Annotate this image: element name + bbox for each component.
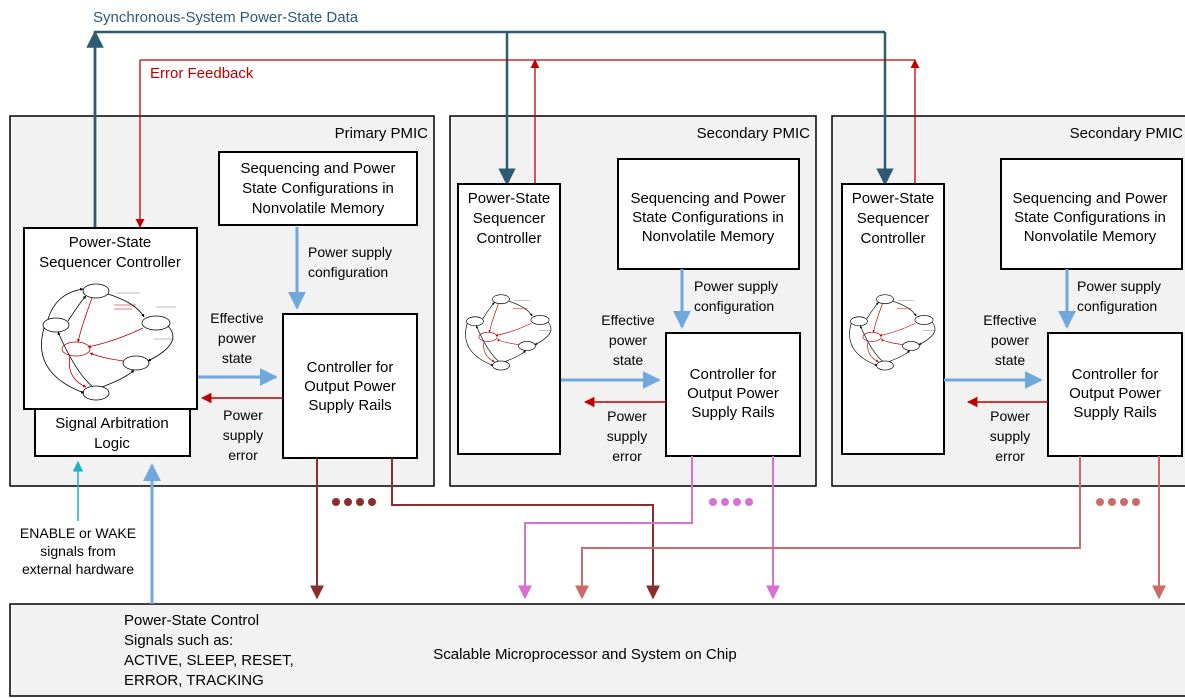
pmic3-config-line-2: configuration — [1077, 298, 1157, 314]
pmic2-config-line-1: Power supply — [694, 278, 778, 294]
pmic2-sequencer-line-1: Power-State — [468, 190, 551, 207]
primary-config-line-1: Power supply — [308, 244, 392, 260]
sync-data-label: Synchronous-System Power-State Data — [93, 9, 359, 26]
primary-rails-controller-box — [282, 313, 418, 459]
pmic2-sequencer-line-3: Controller — [476, 230, 541, 247]
primary-error-line-1: Power — [223, 407, 263, 423]
secondary-pmic-title-1: Secondary PMIC — [697, 125, 811, 142]
control-signals-line-2: Signals such as: — [124, 632, 233, 649]
pmic3-effective-line-3: state — [995, 352, 1026, 368]
pmic3-nvm-line-2: State Configurations in — [1014, 209, 1166, 226]
pmic2-rails-line-1: Controller for — [690, 366, 777, 383]
primary-sequencer-line-1: Power-State — [69, 234, 152, 251]
primary-effective-line-2: power — [218, 330, 256, 346]
control-signals-line-4: ERROR, TRACKING — [124, 672, 264, 689]
pmic3-error-line-3: error — [995, 448, 1025, 464]
primary-sequencer-line-2: Sequencer Controller — [39, 254, 181, 271]
primary-state-machine-diagram — [41, 283, 176, 401]
primary-effective-line-3: state — [222, 350, 253, 366]
pmic2-more-rails-dots — [709, 498, 753, 506]
pmic2-rails-line-2: Output Power — [687, 385, 779, 402]
pmic2-nvm-line-1: Sequencing and Power — [630, 190, 785, 207]
pmic3-effective-line-2: power — [991, 332, 1029, 348]
pmic2-error-line-1: Power — [607, 408, 647, 424]
primary-rails-line-2: Output Power — [304, 378, 396, 395]
pmic3-rail-1 — [575, 456, 1081, 600]
pmic3-nvm-line-3: Nonvolatile Memory — [1024, 228, 1157, 245]
pmic2-effective-line-1: Effective — [601, 312, 655, 328]
pmic2-rails-line-3: Supply Rails — [691, 404, 774, 421]
pmic3-sequencer-line-3: Controller — [860, 230, 925, 247]
pmic3-error-line-1: Power — [990, 408, 1030, 424]
pmic3-rails-controller-box — [1047, 332, 1183, 457]
soc-label: Scalable Microprocessor and System on Ch… — [433, 646, 736, 663]
pmic3-rails-line-1: Controller for — [1072, 366, 1159, 383]
pmic3-error-line-2: supply — [990, 428, 1030, 444]
primary-pmic-title: Primary PMIC — [335, 125, 429, 142]
control-signals-line-3: ACTIVE, SLEEP, RESET, — [124, 652, 294, 669]
error-feedback-label: Error Feedback — [150, 65, 254, 82]
primary-rail-2 — [391, 458, 660, 600]
pmic3-config-line-1: Power supply — [1077, 278, 1161, 294]
pmic2-config-line-2: configuration — [694, 298, 774, 314]
pmic2-effective-line-2: power — [609, 332, 647, 348]
pmic2-nvm-line-3: Nonvolatile Memory — [642, 228, 775, 245]
primary-error-line-2: supply — [223, 427, 263, 443]
pmic2-sequencer-line-2: Sequencer — [473, 210, 546, 227]
pmic3-sequencer-line-1: Power-State — [852, 190, 935, 207]
pmic3-rails-line-3: Supply Rails — [1073, 404, 1156, 421]
primary-arbitration-line-1: Signal Arbitration — [55, 415, 168, 432]
soc-block — [9, 603, 1185, 697]
primary-nvm-line-1: Sequencing and Power — [240, 160, 395, 177]
pmic2-state-machine-diagram — [465, 294, 552, 371]
pmic3-rails-line-2: Output Power — [1069, 385, 1161, 402]
primary-effective-line-1: Effective — [210, 310, 264, 326]
primary-arbitration-box — [34, 408, 191, 457]
pmic2-nvm-box — [617, 158, 800, 270]
primary-rails-line-3: Supply Rails — [308, 397, 391, 414]
pmic2-rail-1 — [518, 456, 693, 600]
pmic2-effective-line-3: state — [613, 352, 644, 368]
enable-line-2: signals from — [40, 543, 115, 559]
enable-line-3: external hardware — [22, 561, 134, 577]
primary-arbitration-line-2: Logic — [94, 435, 130, 452]
primary-rails-line-1: Controller for — [307, 359, 394, 376]
control-signals-line-1: Power-State Control — [124, 612, 259, 629]
pmic2-error-line-2: supply — [607, 428, 647, 444]
pmic2-error-line-3: error — [612, 448, 642, 464]
primary-error-line-3: error — [228, 447, 258, 463]
primary-nvm-line-2: State Configurations in — [242, 180, 394, 197]
pmic3-more-rails-dots — [1096, 498, 1140, 506]
enable-line-1: ENABLE or WAKE — [20, 525, 136, 541]
primary-more-rails-dots — [332, 498, 376, 506]
pmic3-sequencer-line-2: Sequencer — [857, 210, 930, 227]
pmic3-state-machine-diagram — [849, 294, 936, 371]
primary-nvm-line-3: Nonvolatile Memory — [252, 200, 385, 217]
pmic2-nvm-line-2: State Configurations in — [632, 209, 784, 226]
pmic2-rails-controller-box — [665, 332, 801, 457]
primary-config-line-2: configuration — [308, 264, 388, 280]
primary-nvm-box — [218, 151, 418, 226]
pmic3-effective-line-1: Effective — [983, 312, 1037, 328]
pmic3-nvm-box — [1000, 158, 1183, 270]
secondary-pmic-title-2: Secondary PMIC — [1070, 125, 1184, 142]
pmic3-nvm-line-1: Sequencing and Power — [1012, 190, 1167, 207]
